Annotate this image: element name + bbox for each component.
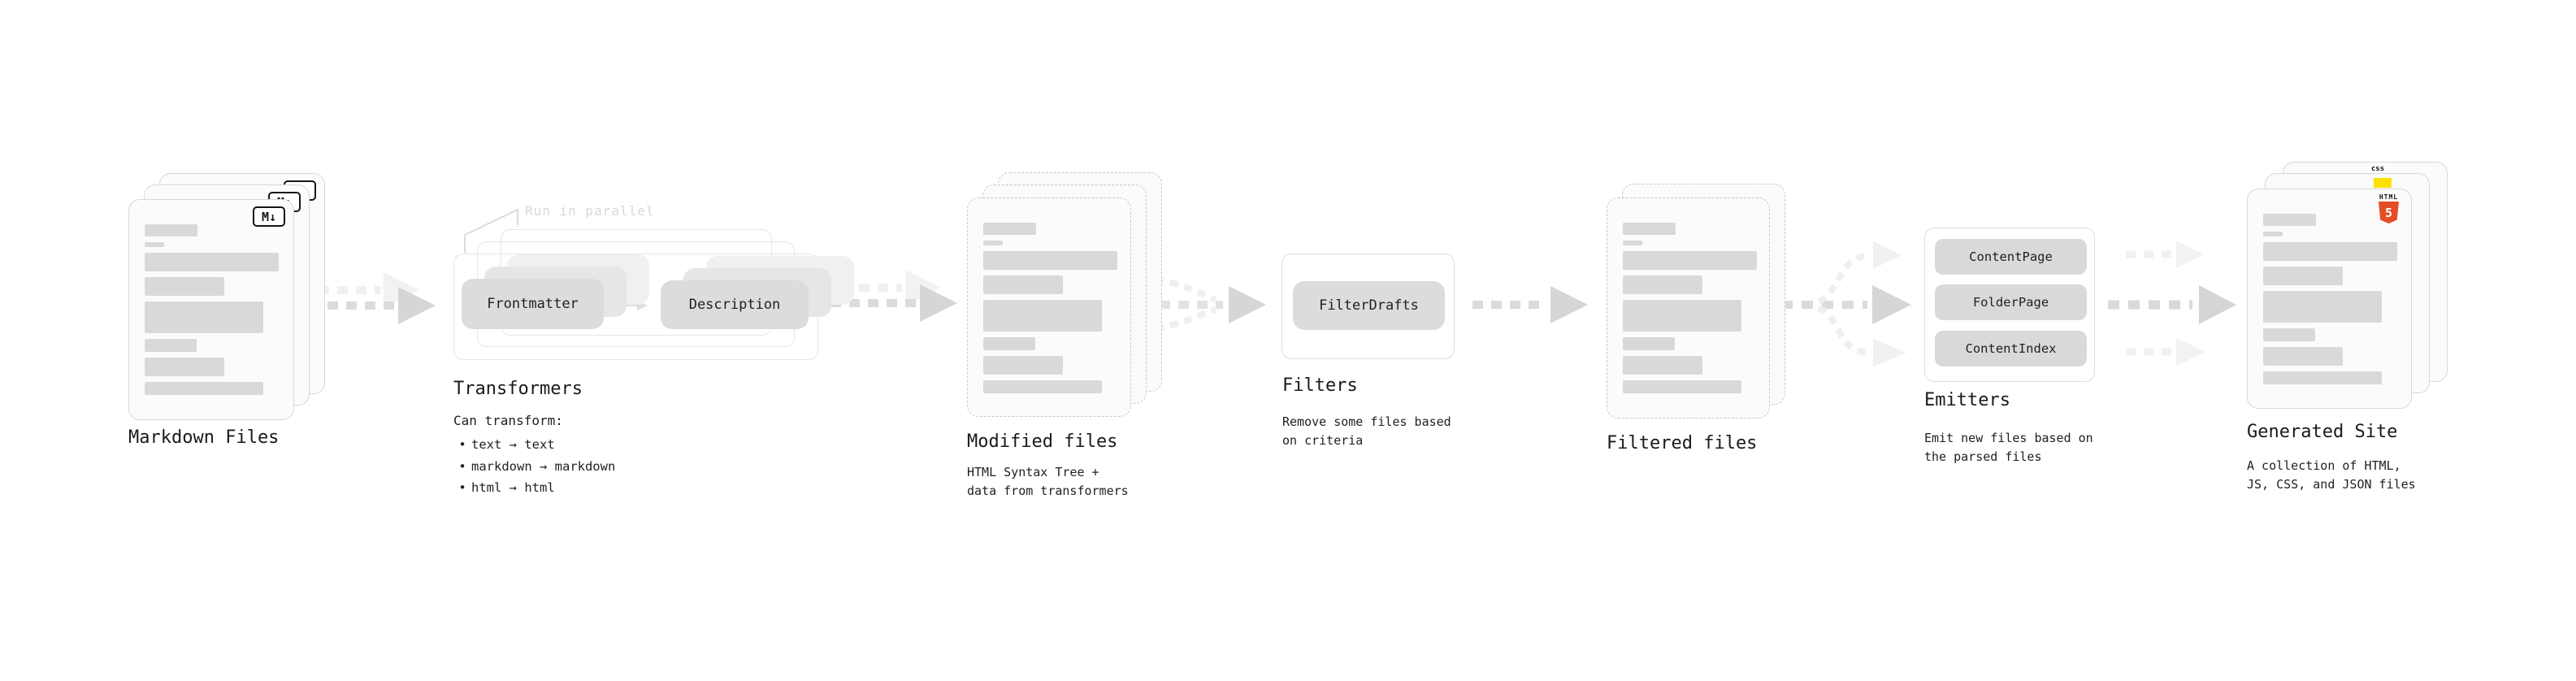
markdown-icon: M↓ xyxy=(253,206,285,227)
file-content-placeholder xyxy=(2263,214,2397,384)
modified-file-card-front xyxy=(967,197,1131,417)
generated-site-desc: A collection of HTML, JS, CSS, and JSON … xyxy=(2247,458,2416,492)
arrow-filters-to-filtered xyxy=(1472,286,1588,323)
folderpage-pill: FolderPage xyxy=(1935,284,2087,320)
file-content-placeholder xyxy=(145,224,279,395)
generated-site-title: Generated Site xyxy=(2247,422,2398,442)
bullet-item: •text → text xyxy=(458,437,555,452)
modified-files-title: Modified files xyxy=(967,432,1118,452)
description-pill: Description xyxy=(661,280,809,329)
transformers-desc-heading: Can transform: xyxy=(453,413,563,428)
filtered-files-title: Filtered files xyxy=(1607,433,1758,453)
frontmatter-pill: Frontmatter xyxy=(462,279,604,329)
arrow-emitters-to-generated xyxy=(2108,241,2236,366)
filtered-file-card-front xyxy=(1607,197,1770,419)
transformers-bullet-list: •text → text •markdown → markdown •html … xyxy=(453,434,615,499)
html5-icon: HTML 5 xyxy=(2379,193,2399,223)
callout-leader-line xyxy=(464,208,518,253)
contentindex-pill: ContentIndex xyxy=(1935,331,2087,367)
emitters-frame: ContentPage FolderPage ContentIndex xyxy=(1924,228,2095,382)
arrow-filtered-to-emitters xyxy=(1781,241,1911,367)
filterdrafts-pill: FilterDrafts xyxy=(1293,281,1445,330)
emitters-title: Emitters xyxy=(1924,390,2010,410)
generated-site-stack: css HTML 5 xyxy=(2247,162,2458,414)
bullet-item: •html → html xyxy=(458,480,555,495)
markdown-files-title: Markdown Files xyxy=(128,427,280,448)
contentpage-pill: ContentPage xyxy=(1935,239,2087,275)
markdown-files-stack: M↓ M↓ M↓ xyxy=(128,173,340,425)
arrow-markdown-to-transformers xyxy=(309,272,436,324)
file-content-placeholder xyxy=(983,223,1117,393)
filters-desc: Remove some files based on criteria xyxy=(1282,414,1451,448)
filters-frame: FilterDrafts xyxy=(1281,254,1455,359)
arrow-modified-to-filters xyxy=(1140,276,1266,332)
bullet-item: •markdown → markdown xyxy=(458,458,616,474)
js-icon xyxy=(2374,178,2392,188)
modified-files-stack xyxy=(967,172,1178,424)
modified-files-desc: HTML Syntax Tree + data from transformer… xyxy=(967,465,1129,498)
markdown-file-card-front: M↓ xyxy=(128,199,294,420)
filtered-files-stack xyxy=(1607,184,1802,427)
transformers-stack: Frontmatter Description xyxy=(453,205,854,367)
file-content-placeholder xyxy=(1623,223,1757,393)
filters-title: Filters xyxy=(1282,375,1358,396)
transformers-title: Transformers xyxy=(453,379,583,399)
run-in-parallel-callout: Run in parallel xyxy=(525,203,655,219)
emitters-desc: Emit new files based on the parsed files xyxy=(1924,431,2093,464)
html-file-card: HTML 5 xyxy=(2247,189,2412,409)
